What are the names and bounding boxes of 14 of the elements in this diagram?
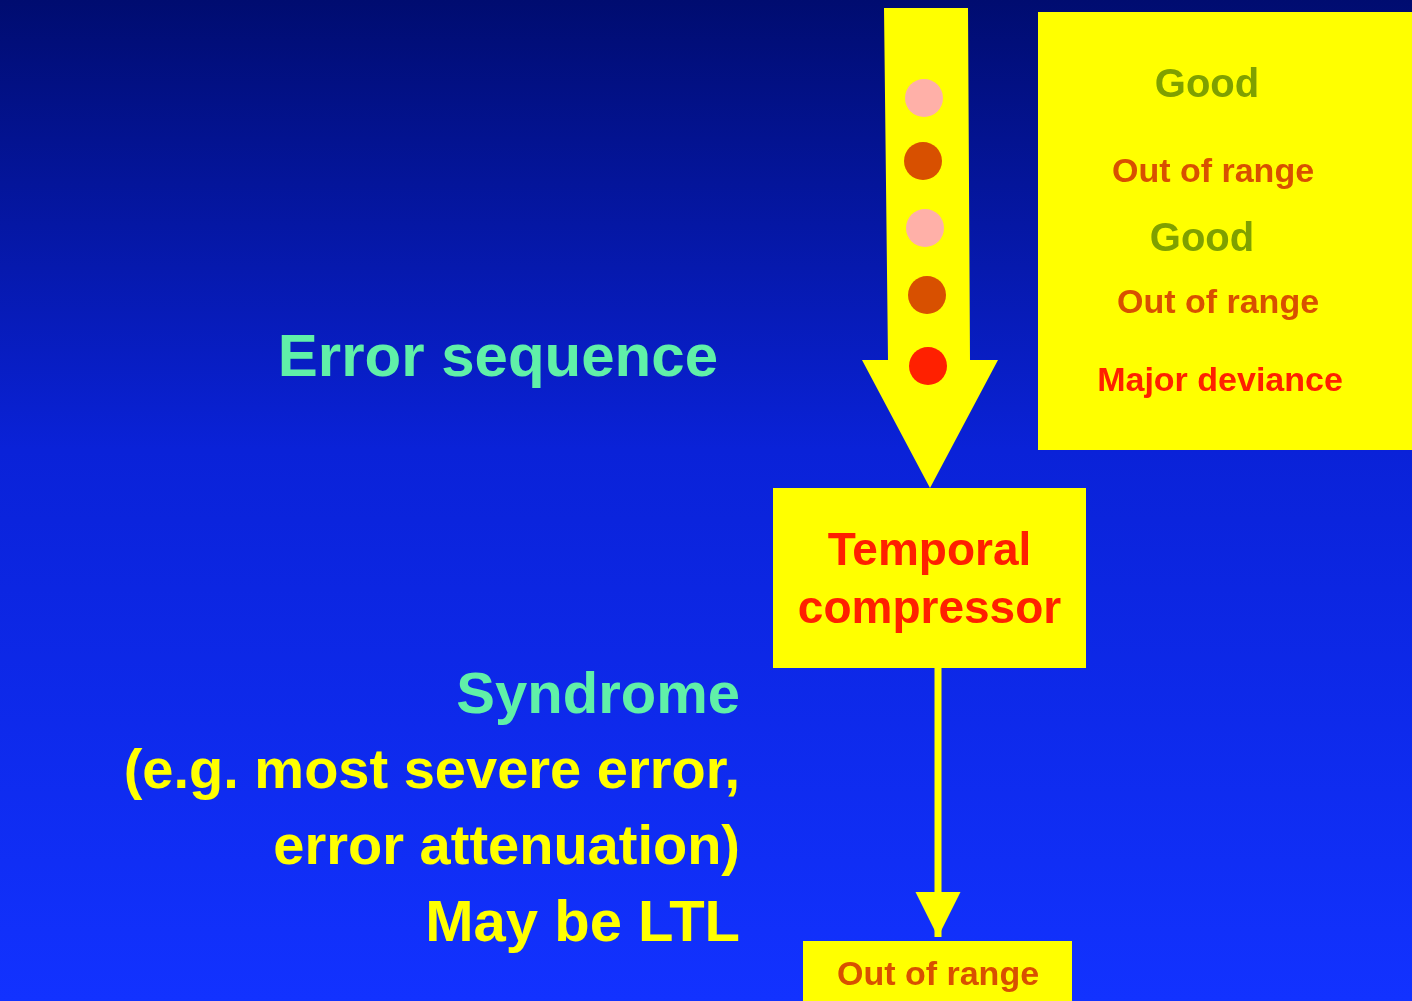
note-text: (e.g. most severe error, error attenuation) bbox=[122, 736, 740, 878]
node-label: Out of range bbox=[836, 953, 1040, 993]
note-text: May be LTL bbox=[424, 887, 740, 955]
node-label: Major deviance bbox=[1097, 359, 1343, 399]
heading-label: Syndrome bbox=[455, 659, 740, 727]
legend-box bbox=[1038, 12, 1412, 450]
node-label: Temporal compressor bbox=[796, 521, 1063, 635]
node-label: Good bbox=[1149, 214, 1255, 260]
process-box bbox=[773, 488, 1086, 668]
node-label: Out of range bbox=[1116, 281, 1320, 321]
node-label: Good bbox=[1154, 60, 1260, 106]
result-box bbox=[803, 941, 1072, 1001]
node-label: Out of range bbox=[1111, 150, 1315, 190]
heading-label: Error sequence bbox=[276, 321, 718, 391]
